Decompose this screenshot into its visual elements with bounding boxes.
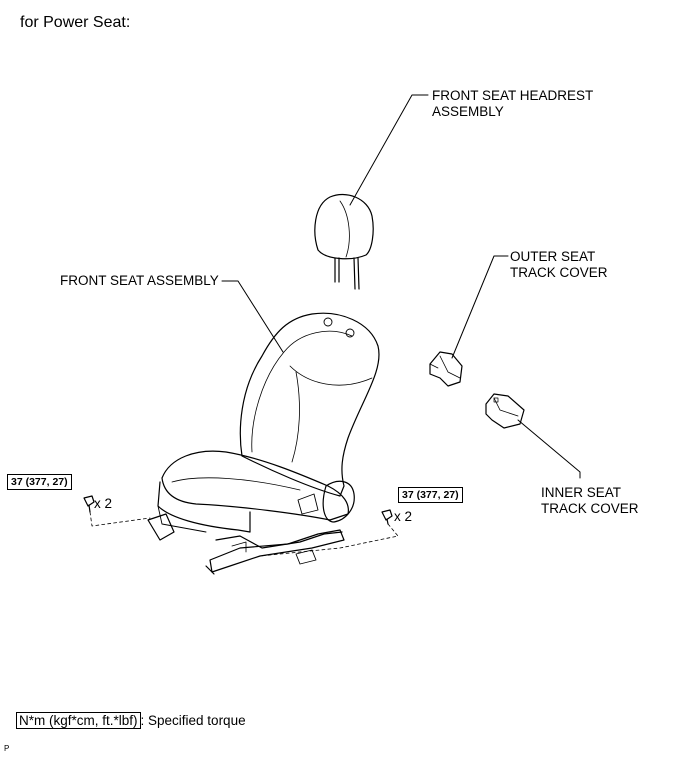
inner-cover-drawing bbox=[485, 393, 525, 429]
seat-drawing bbox=[147, 312, 380, 575]
label-headrest-line2: ASSEMBLY bbox=[432, 104, 504, 119]
label-outer-cover-line1: OUTER SEAT bbox=[510, 249, 596, 264]
bolt-right bbox=[381, 509, 393, 525]
outer-cover-drawing bbox=[429, 351, 463, 387]
leader-inner-cover bbox=[517, 419, 581, 479]
leader-lines bbox=[221, 94, 581, 479]
label-outer-cover-line2: TRACK COVER bbox=[510, 265, 608, 280]
label-headrest: FRONT SEAT HEADREST ASSEMBLY bbox=[432, 88, 593, 120]
section-heading: for Power Seat: bbox=[20, 14, 131, 31]
torque-spec-right: 37 (377, 27) bbox=[398, 487, 463, 503]
headrest-drawing bbox=[314, 193, 374, 290]
label-seat-assembly: FRONT SEAT ASSEMBLY bbox=[60, 273, 219, 288]
leader-outer-cover bbox=[451, 255, 509, 359]
torque-spec-left: 37 (377, 27) bbox=[7, 474, 72, 490]
label-inner-cover-line2: TRACK COVER bbox=[541, 501, 639, 516]
figure-code: P bbox=[4, 744, 10, 753]
label-inner-cover: INNER SEAT TRACK COVER bbox=[541, 485, 639, 517]
dashed-mounting-lines bbox=[89, 511, 399, 557]
label-outer-cover: OUTER SEAT TRACK COVER bbox=[510, 249, 608, 281]
leader-headrest bbox=[349, 94, 429, 206]
bolt-left bbox=[83, 495, 95, 513]
bolt-quantity-right: x 2 bbox=[394, 509, 413, 524]
label-headrest-line1: FRONT SEAT HEADREST bbox=[432, 88, 594, 103]
torque-unit-box: N*m (kgf*cm, ft.*lbf) bbox=[16, 712, 141, 729]
leader-seat bbox=[221, 280, 284, 353]
torque-legend: N*m (kgf*cm, ft.*lbf): Specified torque bbox=[16, 712, 246, 729]
torque-legend-description: : Specified torque bbox=[140, 713, 246, 728]
bolt-quantity-left: x 2 bbox=[94, 496, 113, 511]
label-inner-cover-line1: INNER SEAT bbox=[541, 485, 622, 500]
